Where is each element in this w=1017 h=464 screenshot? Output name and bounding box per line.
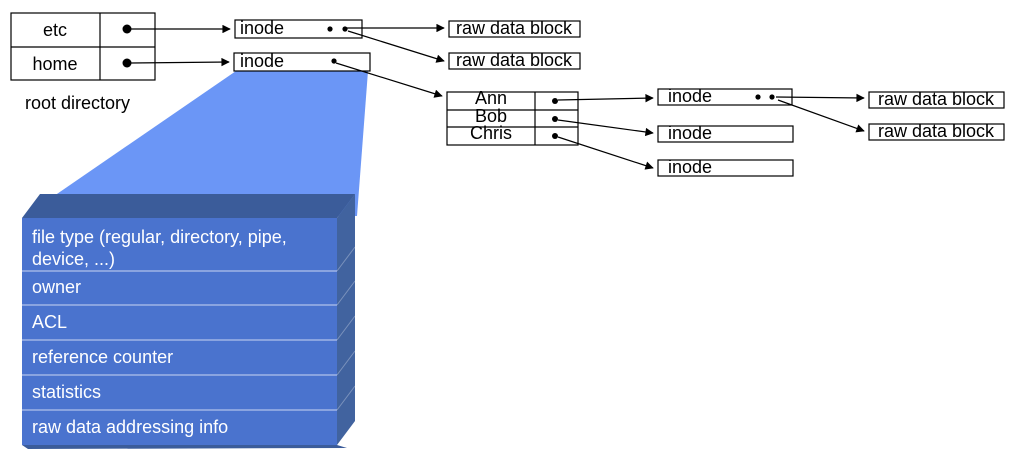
inode-box-chris (657, 159, 794, 177)
home-directory-entry-label: Ann (475, 88, 507, 108)
inode-label: inode (240, 18, 284, 38)
inode-label: inode (240, 51, 284, 71)
inode-detail-side-divider (336, 280, 356, 306)
root-directory-entry-label: etc (43, 20, 67, 40)
inode-field-label: file type (regular, directory, pipe, (32, 227, 287, 247)
home-directory-entry-label: Chris (470, 123, 512, 143)
pointer-arrow (335, 62, 443, 98)
raw-data-block-label: raw data block (878, 89, 995, 109)
pointer-arrow (130, 57, 230, 67)
pointer-bullet (552, 133, 558, 139)
pointer-arrow (557, 93, 654, 103)
root-directory-entry-label: home (32, 54, 77, 74)
inode-label: inode (668, 123, 712, 143)
inode-detail-top-face (22, 194, 355, 218)
pointer-bullet (331, 58, 337, 64)
inode-detail-side-face (337, 194, 355, 445)
pointer-bullet (342, 26, 348, 32)
inode-detail-front-face (22, 218, 337, 445)
raw-data-block (868, 123, 1005, 141)
home-directory-entry-label: Bob (475, 106, 507, 126)
inode-label: inode (668, 86, 712, 106)
pointer-arrow (777, 99, 865, 133)
inode-box-bob (657, 125, 794, 143)
inode-box-etc (234, 19, 363, 39)
pointer-bullet (327, 26, 333, 32)
pointer-arrow (557, 136, 654, 170)
inode-field-label: raw data addressing info (32, 417, 228, 437)
inode-detail-bottom-edge (22, 445, 347, 449)
inode-field-label: statistics (32, 382, 101, 402)
raw-data-block (448, 20, 581, 38)
magnifier-funnel (22, 71, 368, 218)
inode-detail-side-divider (336, 246, 356, 272)
pointer-arrow (557, 119, 654, 137)
pointer-bullet (755, 94, 761, 100)
pointer-bullet (552, 98, 558, 104)
pointer-arrow (775, 93, 865, 103)
raw-data-block-label: raw data block (456, 50, 573, 70)
inode-label: inode (668, 157, 712, 177)
inode-field-label: device, ...) (32, 249, 115, 269)
pointer-arrow (347, 30, 445, 63)
inode-detail-side-divider (336, 350, 356, 376)
raw-data-block (868, 91, 1005, 109)
raw-data-block (448, 52, 581, 70)
inode-detail-side-divider (336, 385, 356, 411)
inode-detail-side-divider (336, 315, 356, 341)
inode-field-label: owner (32, 277, 81, 297)
root-directory-caption: root directory (25, 93, 130, 113)
pointer-bullet (769, 94, 775, 100)
raw-data-block-label: raw data block (456, 18, 573, 38)
inode-box-home (233, 52, 371, 72)
inode-field-label: ACL (32, 312, 67, 332)
raw-data-block-label: raw data block (878, 121, 995, 141)
inode-field-label: reference counter (32, 347, 173, 367)
pointer-bullet (122, 58, 132, 68)
pointer-bullet (552, 116, 558, 122)
pointer-bullet (122, 24, 132, 34)
